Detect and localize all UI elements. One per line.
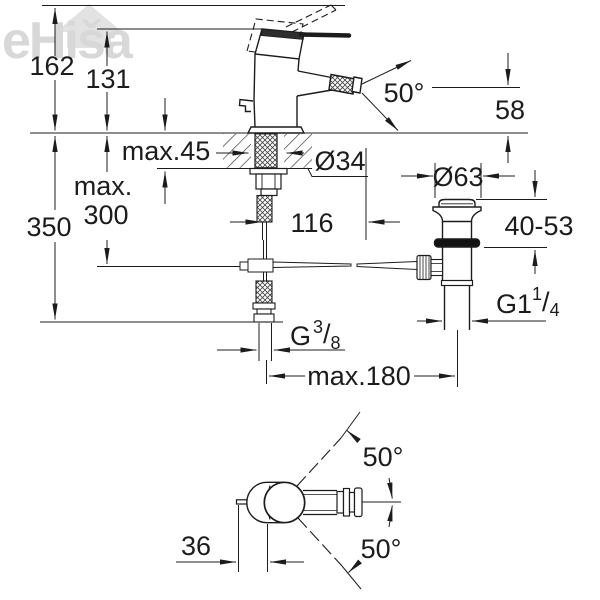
dim-spout-angle: 50° <box>384 78 425 108</box>
dim-waste-height-range: 40-53 <box>504 211 573 241</box>
dimension-lines <box>52 8 546 573</box>
waste-valve <box>416 198 482 330</box>
mounting-shank <box>254 133 278 169</box>
aerator-plan <box>353 487 363 518</box>
dim-waste-thread: G11/4 <box>496 284 560 320</box>
faucet-plan-view <box>235 411 363 590</box>
faucet-side-view <box>238 4 418 361</box>
dim-rod-reach: max.180 <box>307 361 411 391</box>
swivel-axis-lines <box>296 437 343 567</box>
dim-total-height: 162 <box>29 51 74 81</box>
watermark-text: eHiša <box>2 12 134 70</box>
dim-supply-length: 350 <box>26 212 71 242</box>
popup-rod <box>239 240 418 281</box>
hose-connector-g38 <box>258 323 272 361</box>
waste-flange <box>433 238 481 248</box>
dim-hose-max-value: 300 <box>83 200 128 230</box>
dim-deck-thickness: max.45 <box>122 136 211 166</box>
reference-lines <box>30 5 547 572</box>
supply-hose-upper <box>256 194 273 223</box>
cartridge-circle-plan <box>263 481 306 524</box>
popup-knob <box>238 98 254 113</box>
dim-lever-offset: 36 <box>181 531 211 561</box>
dimension-labels: 162 131 max.45 max. 300 350 Ø34 116 50° … <box>26 51 573 564</box>
dim-swivel-lower: 50° <box>361 534 402 564</box>
lever-handle <box>298 32 352 38</box>
aerator <box>328 73 356 95</box>
dim-swivel-upper: 50° <box>363 442 404 472</box>
dim-hole-diameter: Ø34 <box>314 146 365 176</box>
dim-waste-flange-diameter: Ø63 <box>432 162 483 192</box>
supply-hose-lower <box>255 280 273 304</box>
dim-spout-projection: 116 <box>290 208 333 238</box>
dim-height-to-spout: 131 <box>85 64 130 94</box>
dim-hose-max-word: max. <box>74 171 133 201</box>
spout <box>297 70 335 79</box>
dim-outlet-height: 58 <box>495 95 525 125</box>
